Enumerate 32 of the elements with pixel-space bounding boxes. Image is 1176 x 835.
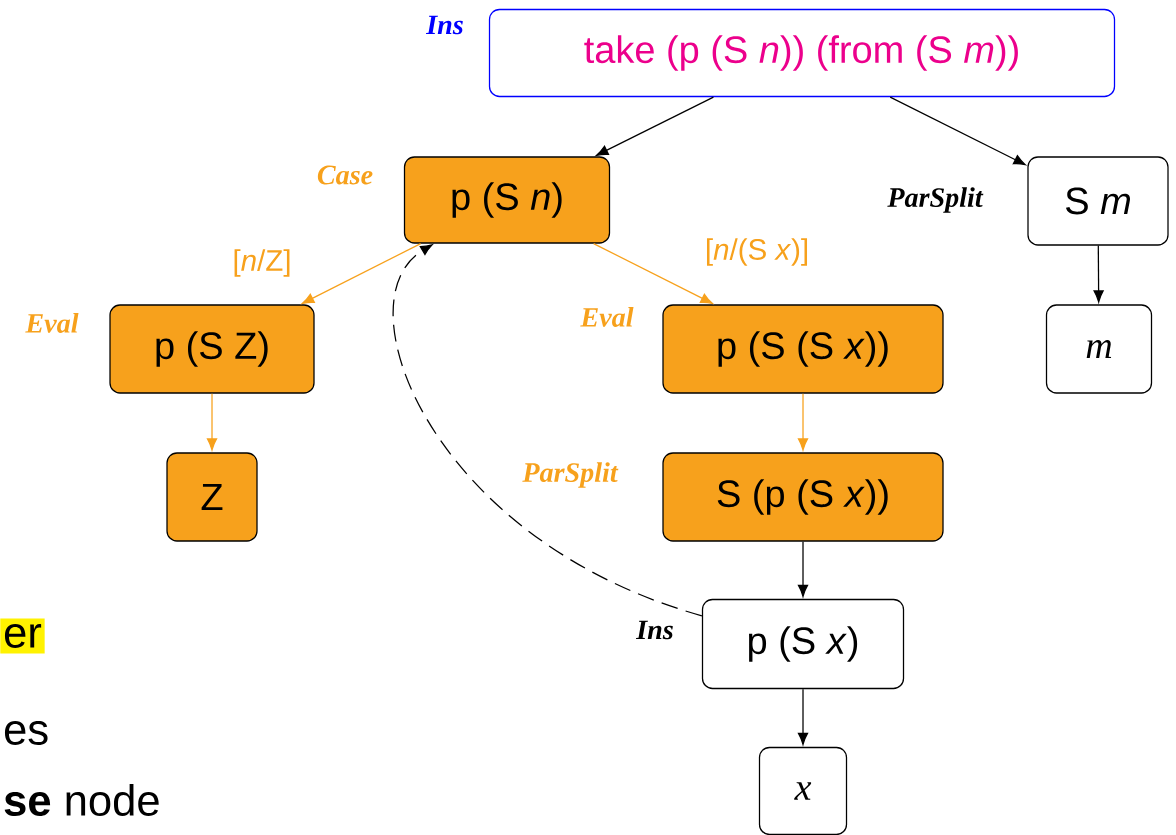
term-box: p (S Z) bbox=[109, 304, 315, 394]
note-text: se node bbox=[4, 784, 159, 816]
rule-label: ParSplit bbox=[887, 187, 984, 213]
term-box: m bbox=[1045, 304, 1153, 394]
arrow bbox=[206, 393, 218, 451]
edge-label: [n/Z] bbox=[234, 249, 290, 277]
term-box: Z bbox=[166, 452, 258, 542]
note-text: er bbox=[0, 618, 45, 654]
rule-label: Eval bbox=[580, 307, 634, 327]
rule-label: Ins bbox=[636, 620, 673, 640]
rule-label: Ins bbox=[426, 15, 463, 35]
rule-label: Eval bbox=[25, 313, 79, 333]
arrow bbox=[1093, 245, 1104, 303]
term-box: p (S n) bbox=[403, 156, 611, 244]
arrow bbox=[301, 243, 422, 304]
arrow bbox=[797, 688, 809, 746]
arrow bbox=[797, 393, 809, 451]
arrow bbox=[797, 541, 809, 598]
rule-label: Case bbox=[317, 165, 373, 185]
term-box: p (S x) bbox=[701, 598, 905, 690]
term-box: x bbox=[758, 746, 848, 835]
note-text: es bbox=[4, 721, 48, 745]
arrow bbox=[593, 243, 713, 304]
arrow bbox=[596, 96, 715, 156]
arrow bbox=[392, 244, 703, 617]
rule-label: ParSplit bbox=[522, 462, 619, 488]
term-box: S (p (S x)) bbox=[662, 452, 944, 542]
edge-label: [n/(S x)] bbox=[707, 238, 807, 266]
term-box: take (p (S n)) (from (S m)) bbox=[488, 8, 1116, 98]
arrow bbox=[889, 96, 1026, 166]
term-box: S m bbox=[1027, 156, 1169, 246]
term-box: p (S (S x)) bbox=[662, 304, 944, 394]
